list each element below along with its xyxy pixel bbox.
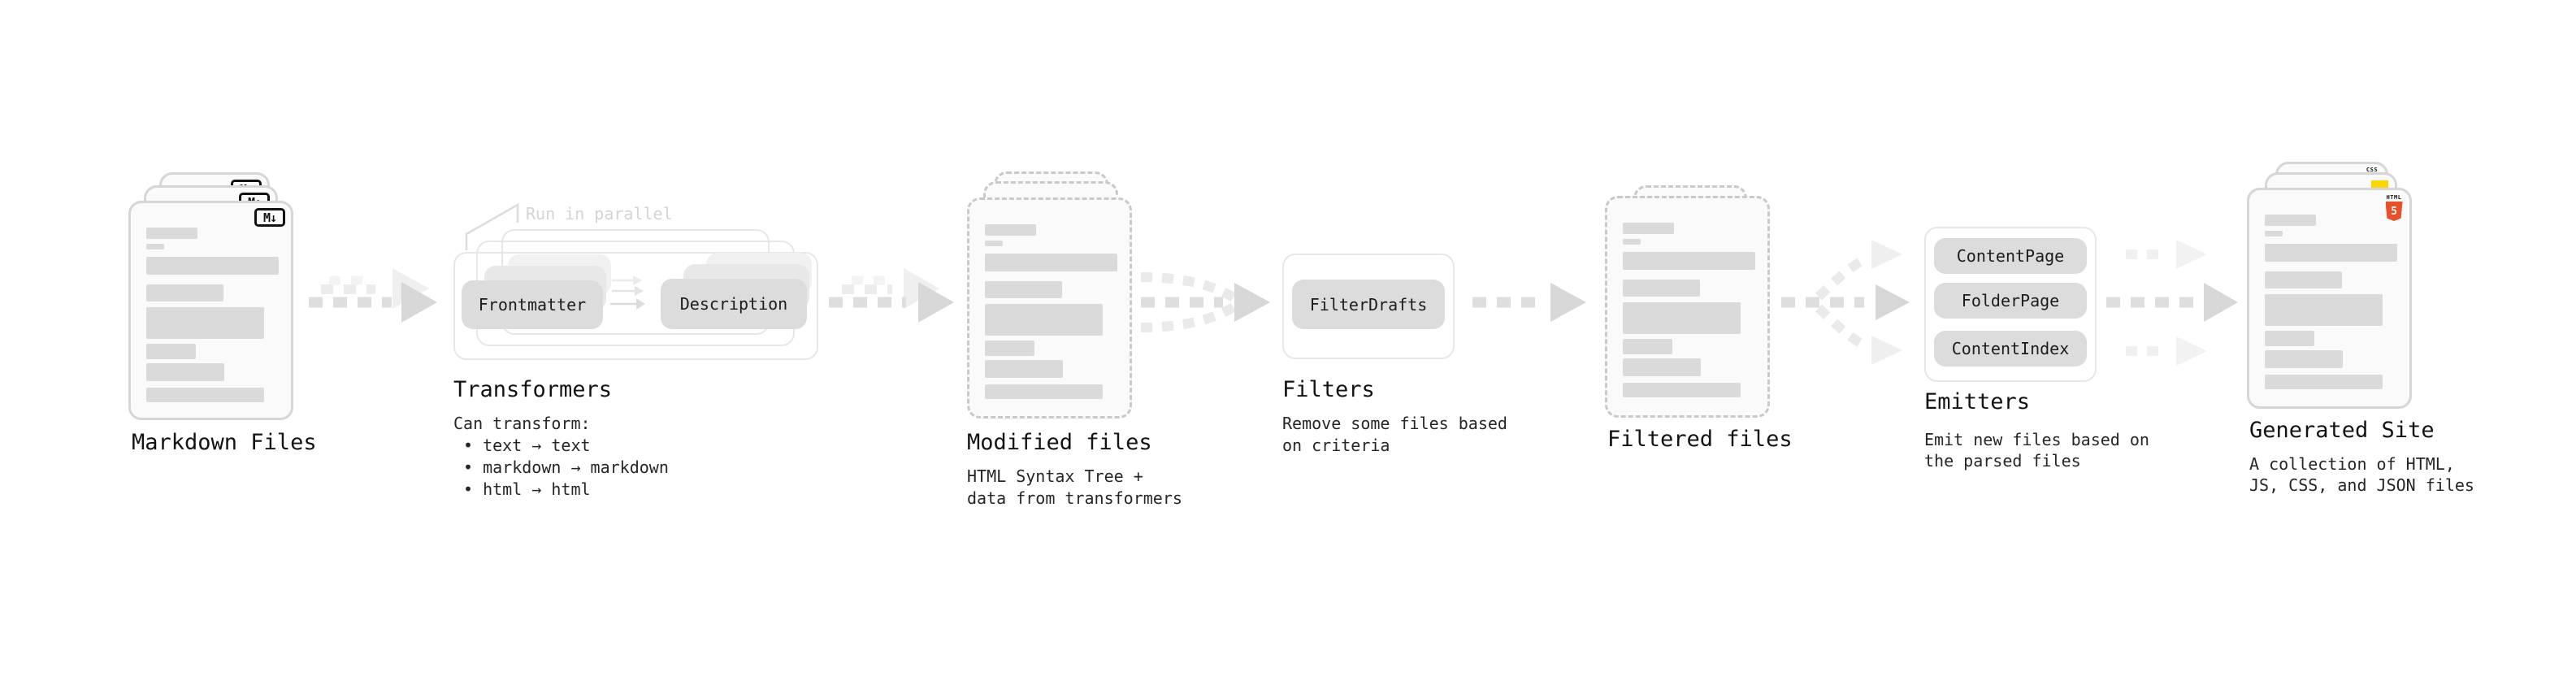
arrow-markdown-to-transformers xyxy=(309,268,437,323)
caption-line: Can transform: xyxy=(453,414,591,433)
content-placeholder-bar xyxy=(1623,239,1641,245)
mini-arrowhead-icon xyxy=(636,298,645,310)
content-placeholder-bar xyxy=(2265,215,2316,226)
modified-file-front xyxy=(967,197,1132,419)
arrow-filters-to-filtered xyxy=(1472,283,1586,322)
content-placeholder-bar xyxy=(985,254,1117,271)
transformer-box-description: Description xyxy=(661,279,807,329)
content-placeholder-bar xyxy=(985,224,1036,236)
html5-icon: HTML 5 xyxy=(2385,194,2403,221)
filtered-file-front xyxy=(1605,196,1770,418)
content-placeholder-bar xyxy=(985,384,1103,399)
markdown-icon: M↓ xyxy=(254,208,285,227)
content-placeholder-bar xyxy=(146,228,197,239)
note-connector-line xyxy=(465,202,519,250)
arrowhead-icon xyxy=(2176,240,2207,269)
emitter-box-contentpage: ContentPage xyxy=(1934,238,2087,274)
arrows-emitters-to-generated xyxy=(2106,240,2238,366)
emitters-caption: Emit new files based on the parsed files xyxy=(1924,429,2149,471)
css-wordmark: CSS xyxy=(2366,167,2379,173)
arrowhead-icon xyxy=(1550,283,1586,322)
filters-caption: Remove some files based on criteria xyxy=(1282,413,1507,457)
caption-line: A collection of HTML, xyxy=(2249,454,2455,474)
content-placeholder-bar xyxy=(1623,339,1672,354)
content-placeholder-bar xyxy=(1623,383,1741,397)
generated-file-front: HTML 5 xyxy=(2247,188,2412,409)
content-placeholder-bar xyxy=(1623,358,1701,376)
run-in-parallel-note: Run in parallel xyxy=(526,204,673,223)
caption-line: JS, CSS, and JSON files xyxy=(2249,475,2474,495)
caption-line: Remove some files based xyxy=(1282,414,1507,433)
content-placeholder-bar xyxy=(985,241,1003,246)
stage-label-filters: Filters xyxy=(1282,377,1375,402)
caption-line: data from transformers xyxy=(967,488,1182,508)
content-placeholder-bar xyxy=(2265,375,2383,389)
content-placeholder-bar xyxy=(146,284,223,301)
javascript-icon xyxy=(2371,180,2388,189)
stage-label-markdown-files: Markdown Files xyxy=(132,430,317,455)
content-placeholder-bar xyxy=(146,388,264,402)
arrow-curve xyxy=(1815,304,1870,351)
content-placeholder-bar xyxy=(146,257,279,275)
content-placeholder-bar xyxy=(985,360,1063,378)
caption-line: • markdown → markdown xyxy=(463,458,669,477)
emitter-box-folderpage: FolderPage xyxy=(1934,283,2087,319)
arrowhead-icon xyxy=(1234,283,1270,322)
content-placeholder-bar xyxy=(985,340,1034,356)
transformers-caption: Can transform: • text → text • markdown … xyxy=(453,413,669,501)
mini-arrowhead-icon xyxy=(633,275,642,285)
arrowhead-icon xyxy=(1871,336,1902,365)
generated-caption: A collection of HTML, JS, CSS, and JSON … xyxy=(2249,453,2474,496)
stage-label-filtered-files: Filtered files xyxy=(1607,427,1793,452)
transformer-box-frontmatter: Frontmatter xyxy=(462,280,603,329)
content-placeholder-bar xyxy=(985,281,1062,298)
content-placeholder-bar xyxy=(1623,302,1741,334)
content-placeholder-bar xyxy=(985,304,1103,336)
content-placeholder-bar xyxy=(146,244,164,249)
content-placeholder-bar xyxy=(2265,244,2397,262)
emitter-box-contentindex: ContentIndex xyxy=(1934,331,2087,367)
transformers-frame-front xyxy=(453,252,818,360)
markdown-file-front: M↓ xyxy=(128,201,293,420)
caption-line: HTML Syntax Tree + xyxy=(967,466,1143,486)
caption-line: on criteria xyxy=(1282,436,1390,455)
arrowhead-icon xyxy=(401,282,437,323)
caption-line: Emit new files based on xyxy=(1924,430,2149,449)
stage-label-emitters: Emitters xyxy=(1924,389,2031,414)
arrow-modified-to-filters-fan-in xyxy=(1140,272,1270,332)
content-placeholder-bar xyxy=(2265,350,2343,368)
caption-line: the parsed files xyxy=(1924,451,2081,471)
content-placeholder-bar xyxy=(1623,280,1700,297)
html5-shield: 5 xyxy=(2385,202,2403,221)
content-placeholder-bar xyxy=(1623,252,1755,270)
filter-box-filterdrafts: FilterDrafts xyxy=(1292,280,1445,329)
arrow-curve xyxy=(1140,302,1237,332)
arrowhead-icon xyxy=(1871,240,1902,269)
mini-arrowhead-icon xyxy=(635,286,644,296)
html5-wordmark: HTML xyxy=(2386,194,2402,201)
content-placeholder-bar xyxy=(146,363,224,381)
arrowhead-icon xyxy=(1876,284,1910,320)
arrow-filtered-to-emitters-fan-out xyxy=(1781,240,1910,365)
content-placeholder-bar xyxy=(2265,331,2314,346)
content-placeholder-bar xyxy=(2265,231,2283,236)
stage-label-modified-files: Modified files xyxy=(967,430,1152,455)
parallel-arrows-icon xyxy=(610,275,645,310)
stage-label-generated-site: Generated Site xyxy=(2249,418,2435,443)
stage-label-transformers: Transformers xyxy=(453,377,613,402)
arrow-curve xyxy=(1140,272,1237,302)
arrowhead-icon xyxy=(2176,336,2207,366)
content-placeholder-bar xyxy=(146,344,196,359)
arrow-transformers-to-modified xyxy=(829,268,954,323)
arrowhead-icon xyxy=(2204,283,2238,322)
content-placeholder-bar xyxy=(146,307,264,339)
arrowhead-icon xyxy=(918,282,954,323)
caption-line: • text → text xyxy=(463,436,591,455)
content-placeholder-bar xyxy=(1623,223,1674,234)
content-placeholder-bar xyxy=(2265,271,2342,288)
modified-caption: HTML Syntax Tree + data from transformer… xyxy=(967,466,1182,510)
arrow-curve xyxy=(1815,254,1870,301)
caption-line: • html → html xyxy=(463,479,591,499)
content-placeholder-bar xyxy=(2265,294,2383,326)
